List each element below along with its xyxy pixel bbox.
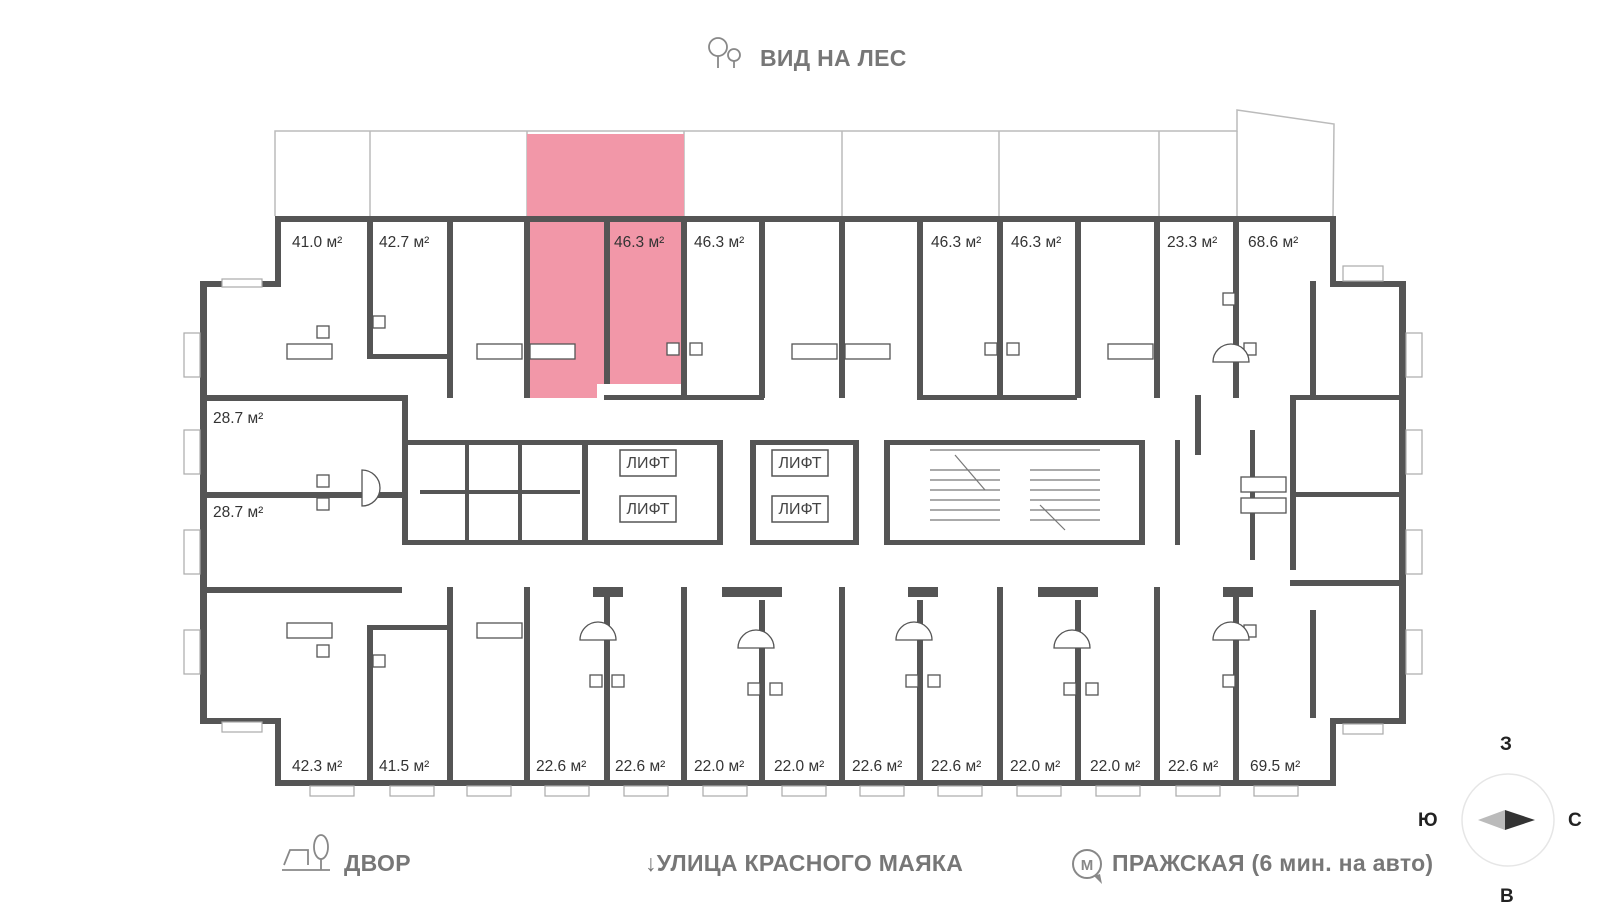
svg-text:M: M (1081, 857, 1094, 874)
street-caption: ↓УЛИЦА КРАСНОГО МАЯКА (645, 850, 964, 876)
selected-apartment-highlight[interactable] (527, 134, 684, 398)
lift-label: ЛИФТ (626, 501, 669, 518)
apartment-area-label[interactable]: 41.0 м² (292, 234, 342, 251)
bottom-partitions (367, 580, 1400, 780)
windows (183, 265, 1423, 797)
apartment-area-label[interactable]: 68.6 м² (1248, 234, 1298, 251)
fixtures (286, 292, 1287, 696)
metro-icon: M (1072, 849, 1102, 884)
apartment-area-label[interactable]: 22.6 м² (615, 758, 665, 775)
apartment-area-label[interactable]: 22.6 м² (852, 758, 902, 775)
apartment-area-label[interactable]: 22.0 м² (1010, 758, 1060, 775)
apartment-area-label[interactable]: 46.3 м² (694, 234, 744, 251)
apartment-area-label-selected[interactable]: 46.3 м² (614, 234, 664, 251)
compass-east-label: С (1568, 810, 1582, 831)
apartment-labels-left: 28.7 м² 28.7 м² (213, 410, 263, 521)
right-core (1175, 395, 1400, 570)
apartment-area-label[interactable]: 22.0 м² (774, 758, 824, 775)
apartment-area-label[interactable]: 69.5 м² (1250, 758, 1300, 775)
apartment-area-label[interactable]: 42.7 м² (379, 234, 429, 251)
apartment-area-label[interactable]: 23.3 м² (1167, 234, 1217, 251)
compass-north-label: З (1500, 734, 1512, 755)
lift-label: ЛИФТ (778, 455, 821, 472)
apartment-area-label[interactable]: 46.3 м² (931, 234, 981, 251)
apartment-area-label[interactable]: 41.5 м² (379, 758, 429, 775)
lift-label: ЛИФТ (626, 455, 669, 472)
apartment-area-label[interactable]: 22.0 м² (694, 758, 744, 775)
apartment-area-label[interactable]: 46.3 м² (1011, 234, 1061, 251)
top-partitions (207, 216, 1400, 593)
lift-label: ЛИФТ (778, 501, 821, 518)
apartment-area-label[interactable]: 22.0 м² (1090, 758, 1140, 775)
yard-icon (282, 834, 330, 871)
compass-icon (1461, 773, 1555, 867)
forest-view-caption: ВИД НА ЛЕС (760, 45, 907, 71)
balcony-outline (274, 109, 1335, 217)
apartment-area-label[interactable]: 28.7 м² (213, 504, 263, 521)
tree-icon (708, 37, 741, 68)
apartment-area-label[interactable]: 22.6 м² (536, 758, 586, 775)
yard-caption: ДВОР (344, 850, 411, 876)
compass-west-label: Ю (1418, 810, 1438, 831)
apartment-area-label[interactable]: 22.6 м² (931, 758, 981, 775)
apartment-area-label[interactable]: 42.3 м² (292, 758, 342, 775)
metro-caption: ПРАЖСКАЯ (6 мин. на авто) (1112, 850, 1434, 876)
apartment-area-label[interactable]: 22.6 м² (1168, 758, 1218, 775)
apartment-labels-bottom: 42.3 м² 41.5 м² 22.6 м² 22.6 м² 22.0 м² … (292, 758, 1300, 775)
apartment-area-label[interactable]: 28.7 м² (213, 410, 263, 427)
compass-south-label: В (1500, 886, 1514, 907)
apartment-labels-top: 41.0 м² 42.7 м² 46.3 м² 46.3 м² 46.3 м² … (292, 234, 1298, 251)
building-core (402, 395, 1145, 545)
